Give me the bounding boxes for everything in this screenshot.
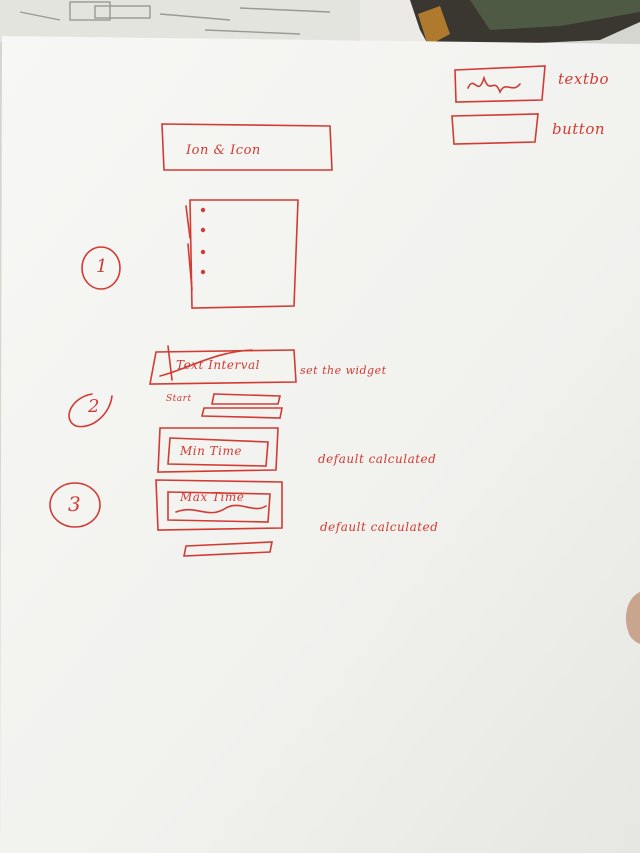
top-box-label: Ion & Icon [186, 143, 261, 158]
list-box-edge [185, 205, 193, 291]
list-bullet [200, 269, 206, 275]
list-bullet [200, 249, 206, 255]
max-time-note: default calculated [320, 520, 439, 534]
legend-textbox-shape [454, 65, 546, 103]
interval-note: set the widget [300, 364, 387, 377]
start-label: Start [166, 394, 192, 404]
bottom-input-shape [183, 541, 273, 557]
step-1-number: 1 [96, 256, 108, 277]
max-time-label: Max Time [180, 490, 245, 504]
interval-box-scribble [159, 345, 253, 381]
list-box [189, 199, 299, 309]
start-input-shape-2 [200, 407, 283, 419]
max-time-inner [167, 491, 271, 523]
step-3-number: 3 [68, 492, 82, 516]
top-box [161, 123, 333, 171]
step-2-number: 2 [88, 396, 100, 417]
dark-object-top [470, 0, 640, 30]
list-bullet [200, 227, 206, 233]
legend-textbox-squiggle [467, 75, 521, 94]
start-input-shape [211, 393, 282, 405]
min-time-box [157, 427, 279, 473]
thumb [625, 592, 640, 644]
min-time-inner [167, 437, 269, 467]
paper-behind-sketches [19, 1, 331, 35]
max-time-scribble [175, 504, 267, 514]
interval-box-label: Text Interval [176, 358, 260, 372]
min-time-note: default calculated [318, 452, 437, 466]
step-1-circle [81, 246, 121, 290]
legend-textbox-label: textbo [558, 70, 610, 88]
legend-button-label: button [552, 120, 606, 138]
max-time-box [155, 479, 283, 531]
dark-object-edge [418, 6, 450, 46]
paper-behind-left [0, 0, 380, 42]
step-2-circle [68, 393, 113, 428]
step-3-circle [49, 482, 101, 528]
legend-button-shape [451, 113, 539, 145]
list-bullet [200, 207, 206, 213]
main-paper-sheet [0, 36, 640, 853]
hand-drawn-sketch [49, 65, 546, 557]
min-time-label: Min Time [180, 444, 242, 458]
